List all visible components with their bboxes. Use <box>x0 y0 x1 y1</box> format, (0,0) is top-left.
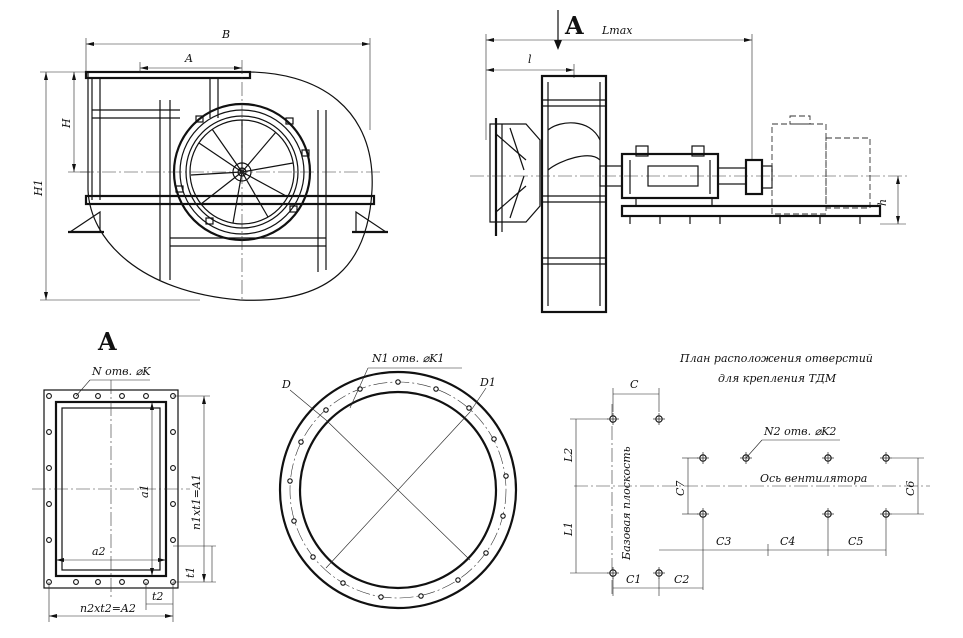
plan-title-line1: План расположения отверстий <box>679 352 873 365</box>
view-a-flange: A N отв. ⌀K a1 a2 <box>32 327 216 622</box>
dim-l-label: l <box>528 53 532 66</box>
view-A-marker: A <box>564 11 584 40</box>
dim-C6-label: C6 <box>904 481 917 496</box>
dim-a1-label: a1 <box>138 484 151 498</box>
front-view: B A H H1 <box>32 28 388 301</box>
dim-L1-label: L1 <box>562 522 575 537</box>
dim-H1-label: H1 <box>32 179 45 197</box>
plan-holes <box>607 413 892 579</box>
dim-C-label: C <box>630 378 639 391</box>
base-plane-label: Базовая плоскость <box>620 446 633 561</box>
dim-C7-label: C7 <box>674 481 687 496</box>
plan-title-line2: для крепления ТДМ <box>718 372 837 385</box>
dim-L2-label: L2 <box>562 448 575 463</box>
hole-plan: План расположения отверстий для креплени… <box>562 352 930 596</box>
dim-C5-label: C5 <box>848 535 863 548</box>
dim-H-label: H <box>60 118 73 129</box>
dim-h-label: h <box>876 199 889 206</box>
n-holes-label: N отв. ⌀K <box>91 365 151 378</box>
flange-holes <box>46 393 176 585</box>
dim-n2xt2-label: n2xt2=A2 <box>80 602 136 615</box>
dim-t1-label: t1 <box>184 567 197 578</box>
dim-t2-label: t2 <box>152 590 163 603</box>
dim-D1-label: D1 <box>479 376 496 389</box>
side-view: A Lmax l <box>470 10 910 314</box>
dim-D-label: D <box>281 378 291 391</box>
dim-A-top-label: A <box>184 52 193 65</box>
fan-axis-label: Ось вентилятора <box>760 472 867 485</box>
round-flange-holes <box>287 379 509 600</box>
round-flange: D D1 N1 отв. ⌀K1 <box>278 352 518 610</box>
view-A-title: A <box>97 327 117 356</box>
dim-a2-label: a2 <box>92 545 106 558</box>
n1-holes-label: N1 отв. ⌀K1 <box>371 352 444 365</box>
dim-C4-label: C4 <box>780 535 795 548</box>
dim-C2-label: C2 <box>674 573 689 586</box>
dim-B-label: B <box>221 28 230 41</box>
dim-Lmax-label: Lmax <box>601 24 633 37</box>
dim-C3-label: C3 <box>716 535 731 548</box>
dim-C1-label: C1 <box>626 573 641 586</box>
dim-n1xt1-label: n1xt1=A1 <box>190 474 203 530</box>
n2-holes-label: N2 отв. ⌀K2 <box>763 425 836 438</box>
